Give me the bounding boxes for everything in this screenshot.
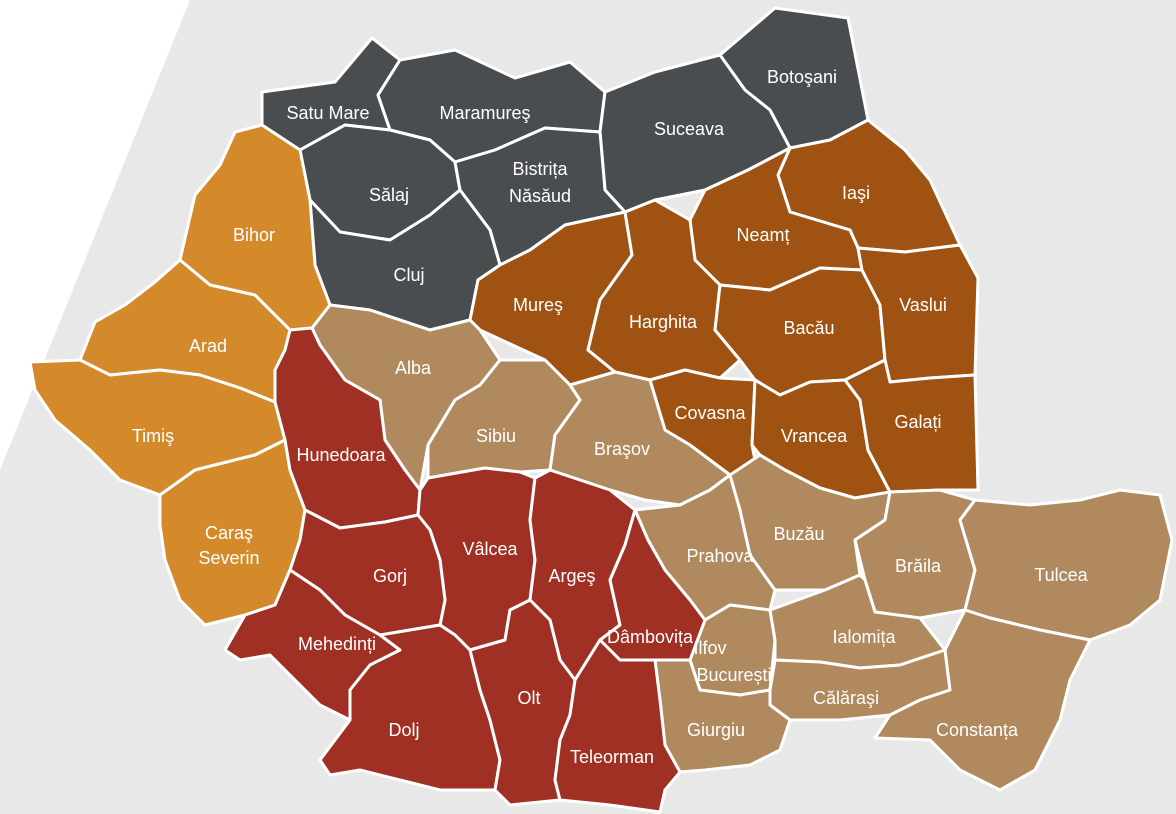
label-brasov: Braşov <box>594 439 650 459</box>
county-dolj[interactable] <box>318 623 502 792</box>
label-caras-line1: Caraş <box>205 523 253 543</box>
label-satu-mare: Satu Mare <box>286 103 369 123</box>
label-arad: Arad <box>189 336 227 356</box>
label-mehedinti: Mehedinți <box>298 634 376 654</box>
label-mures: Mureş <box>513 295 563 315</box>
label-salaj: Sălaj <box>369 185 409 205</box>
label-bucuresti: București <box>696 665 771 685</box>
label-iasi: Iaşi <box>842 183 870 203</box>
label-calarasi: Călăraşi <box>813 688 879 708</box>
label-bacau: Bacău <box>783 318 834 338</box>
county-mehedinti[interactable] <box>223 568 402 722</box>
label-covasna: Covasna <box>674 403 746 423</box>
label-gorj: Gorj <box>373 566 407 586</box>
label-dolj: Dolj <box>388 720 419 740</box>
label-caras-line2: Severin <box>198 548 259 568</box>
label-ilfov: Ilfov <box>693 638 726 658</box>
label-arges: Argeş <box>548 566 595 586</box>
label-vaslui: Vaslui <box>899 295 947 315</box>
county-constanta[interactable] <box>873 608 1092 792</box>
label-hunedoara: Hunedoara <box>296 445 386 465</box>
label-bistrita-line2: Năsăud <box>509 186 571 206</box>
label-valcea: Vâlcea <box>462 539 518 559</box>
label-maramures: Maramureş <box>439 103 530 123</box>
label-cluj: Cluj <box>393 265 424 285</box>
label-ialomita: Ialomița <box>832 627 896 647</box>
label-timis: Timiş <box>132 426 174 446</box>
label-teleorman: Teleorman <box>570 747 654 767</box>
label-dambovita: Dâmbovița <box>607 627 694 647</box>
label-sibiu: Sibiu <box>476 426 516 446</box>
label-constanta: Constanța <box>936 720 1019 740</box>
county-teleorman[interactable] <box>553 638 682 814</box>
label-braila: Brăila <box>895 556 942 576</box>
county-braila[interactable] <box>853 488 977 620</box>
county-galati[interactable] <box>843 358 980 494</box>
label-giurgiu: Giurgiu <box>687 720 745 740</box>
label-prahova: Prahova <box>686 546 754 566</box>
label-vrancea: Vrancea <box>781 426 848 446</box>
label-bihor: Bihor <box>233 225 275 245</box>
label-buzau: Buzău <box>773 524 824 544</box>
label-botosani: Botoşani <box>767 67 837 87</box>
label-suceava: Suceava <box>654 119 725 139</box>
label-alba: Alba <box>395 358 432 378</box>
label-tulcea: Tulcea <box>1034 565 1088 585</box>
label-harghita: Harghita <box>629 312 698 332</box>
label-olt: Olt <box>517 688 540 708</box>
county-tulcea[interactable] <box>958 488 1174 642</box>
label-galati: Galați <box>894 412 941 432</box>
label-bistrita-line1: Bistrița <box>512 159 568 179</box>
label-neamt: Neamț <box>736 225 789 245</box>
